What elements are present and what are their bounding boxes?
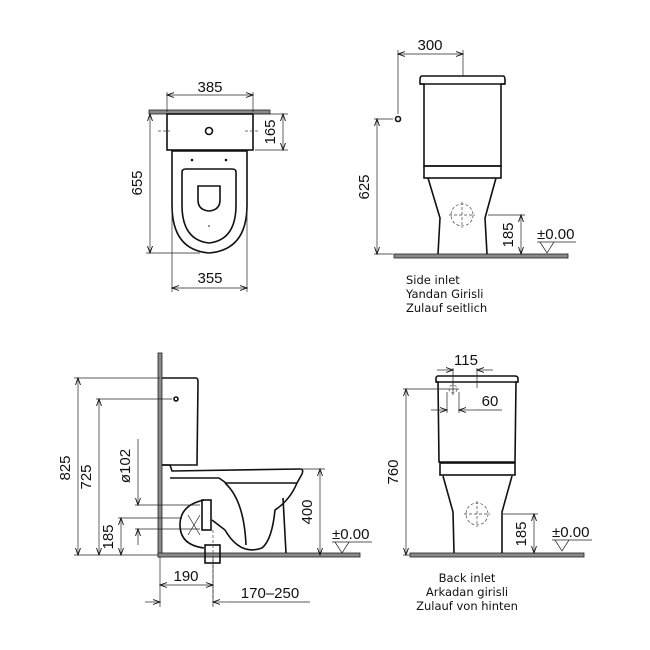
floor-strip: [157, 552, 361, 558]
dim-seat-height: 400: [299, 499, 316, 524]
tank-base: [423, 165, 502, 179]
dim-outlet-range: 170–250: [241, 585, 299, 602]
tank-outline: [162, 377, 199, 466]
floor-level-label: ±0.00: [537, 226, 574, 243]
dim-total-height: 825: [57, 455, 74, 480]
dim-inlet-width: 60: [482, 393, 499, 410]
dim-pipe-diameter: ø102: [117, 449, 134, 483]
inlet-point-icon: [394, 115, 402, 123]
tank-outline: [435, 375, 519, 463]
caption-line-2: Yandan Girisli: [405, 287, 483, 301]
foot: [282, 497, 287, 554]
level-marker-icon: [539, 241, 555, 254]
dim-inlet-height: 625: [356, 174, 373, 199]
dim-wall-to-outlet: 190: [173, 568, 198, 585]
dim-inlet-offset: 115: [454, 352, 478, 369]
tank-base: [439, 462, 516, 476]
wall-strip: [157, 352, 163, 558]
bowl-front-curve: [224, 482, 247, 546]
top-view: 385 165 655 355: [129, 79, 288, 292]
dim-depth-tank: 165: [262, 119, 279, 144]
caption-line-1: Back inlet: [439, 571, 496, 585]
pedestal-outline: [427, 177, 497, 255]
floor-level-label: ±0.00: [332, 526, 369, 543]
dim-outlet-height: 185: [100, 524, 117, 549]
inlet-hole-icon: [204, 126, 214, 136]
back-inlet-view: 115 60 760 185 ±0.00 Back inlet Arkadan …: [385, 352, 592, 613]
floor-strip: [409, 552, 585, 558]
dim-inlet-height: 725: [78, 464, 95, 489]
trap-curve: [211, 482, 298, 551]
floor-level-label: ±0.00: [552, 524, 589, 541]
side-inlet-view: 300 625 185 ±0.00 Side inlet Yandan Giri…: [356, 37, 576, 315]
pedestal-outline: [442, 475, 513, 554]
tank-outline: [419, 75, 506, 167]
dim-width-tank: 385: [197, 79, 222, 96]
caption-line-1: Side inlet: [406, 273, 460, 287]
caption-line-3: Zulauf von hinten: [416, 599, 518, 613]
bowl-opening: [197, 185, 221, 212]
tank-outline: [166, 113, 254, 151]
dim-length: 655: [129, 170, 146, 195]
dim-inlet-height: 760: [385, 459, 402, 484]
caption-line-2: Arkadan girisli: [426, 585, 508, 599]
dim-outlet-height: 185: [513, 521, 530, 546]
dim-inlet-offset: 300: [417, 37, 442, 54]
profile-view: 825 725 ø102 185 400 ±0.00 190 170–250: [57, 352, 372, 607]
dim-width-bowl: 355: [197, 270, 222, 287]
bowl-outline: [171, 150, 248, 254]
seat-outline: [181, 168, 237, 244]
outlet-elbow: [179, 499, 205, 549]
dim-outlet-height: 185: [500, 222, 517, 247]
floor-strip: [393, 253, 569, 259]
level-marker-icon: [554, 539, 570, 552]
bowl-rim: [162, 464, 304, 484]
caption-line-3: Zulauf seitlich: [406, 301, 487, 315]
level-marker-icon: [334, 541, 350, 554]
